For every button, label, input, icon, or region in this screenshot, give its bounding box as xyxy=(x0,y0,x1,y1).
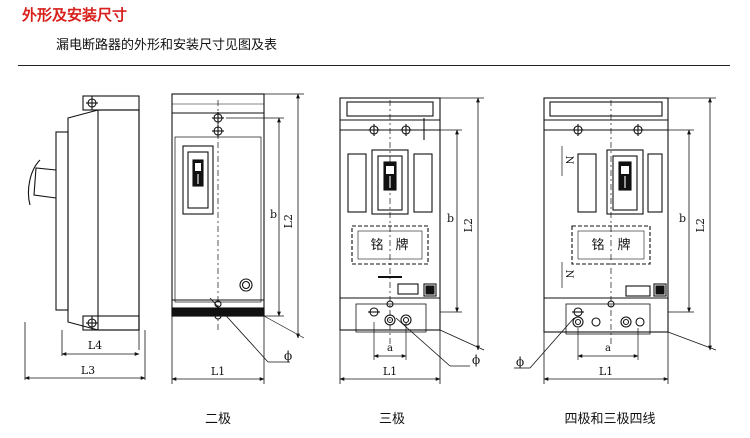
side-view xyxy=(24,95,146,380)
section-subtitle: 漏电断路器的外形和安装尺寸见图及表 xyxy=(56,38,278,53)
four-pole-phi-label: ϕ xyxy=(516,355,524,369)
header-divider xyxy=(18,65,730,66)
caption-two-pole: 二极 xyxy=(204,411,232,426)
four-pole-l1-label: L1 xyxy=(599,365,613,378)
four-pole-a-label: a xyxy=(605,343,611,354)
dim-l3-label: L3 xyxy=(81,364,95,377)
caption-four-pole: 四极和三极四线 xyxy=(564,411,656,426)
three-pole-b-label: b xyxy=(447,212,454,225)
three-pole-a-label: a xyxy=(387,343,393,354)
three-pole-l1-label: L1 xyxy=(383,365,397,378)
four-pole-nameplate-pai: 牌 xyxy=(617,237,630,253)
three-pole-l2-label: L2 xyxy=(462,218,475,232)
three-pole-nameplate-ming: 铭 xyxy=(370,238,383,253)
four-pole-b-label: b xyxy=(679,212,686,225)
two-pole-b-label: b xyxy=(270,208,277,221)
two-pole-view xyxy=(171,93,305,384)
four-pole-n-marker-top: N xyxy=(563,156,574,165)
two-pole-l2-label: L2 xyxy=(282,214,295,228)
dim-l4-label: L4 xyxy=(88,339,102,352)
section-title: 外形及安装尺寸 xyxy=(22,6,128,24)
caption-three-pole: 三极 xyxy=(378,411,406,426)
three-pole-nameplate-pai: 牌 xyxy=(395,237,408,253)
four-pole-view xyxy=(514,97,717,384)
two-pole-l1-label: L1 xyxy=(211,365,225,378)
two-pole-phi-label: ϕ xyxy=(284,349,292,363)
three-pole-phi-label: ϕ xyxy=(472,353,480,367)
four-pole-nameplate-ming: 铭 xyxy=(591,238,604,253)
four-pole-l2-label: L2 xyxy=(694,218,707,232)
four-pole-n-marker-bottom: N xyxy=(563,270,574,279)
three-pole-view xyxy=(339,97,485,384)
